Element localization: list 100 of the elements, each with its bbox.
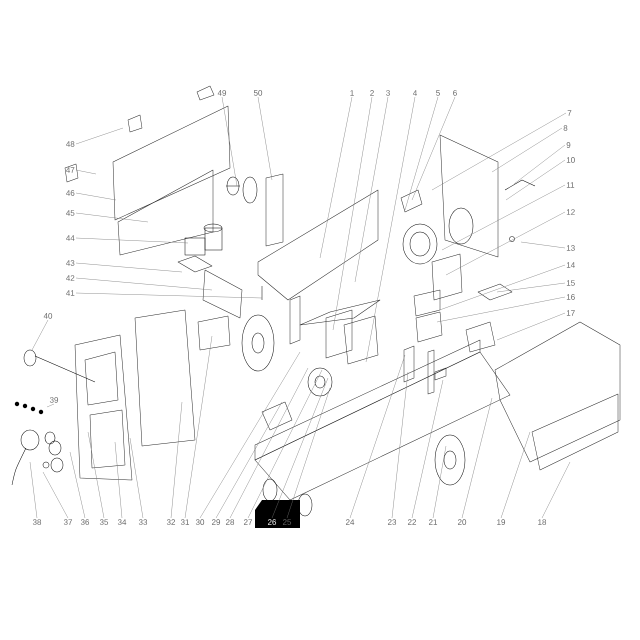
leader-line <box>500 432 530 518</box>
leader-line <box>200 352 300 518</box>
callout-number: 12 <box>566 209 575 215</box>
leader-line <box>130 438 144 518</box>
leader-line <box>286 388 330 518</box>
callout-number: 5 <box>436 90 440 96</box>
leader-line <box>404 96 438 210</box>
callout-number: 28 <box>226 519 234 525</box>
callout-number: 17 <box>566 310 575 316</box>
callout-number: 44 <box>66 235 75 241</box>
leader-line <box>76 238 188 244</box>
callout-number: 34 <box>118 519 126 525</box>
leader-line <box>496 312 566 340</box>
callout-number: 9 <box>566 142 570 148</box>
callout-number: 35 <box>100 519 108 525</box>
leader-line <box>248 370 322 518</box>
callout-number: 8 <box>564 125 568 131</box>
leader-line <box>88 432 104 518</box>
leader-line <box>514 144 566 184</box>
leader-line <box>412 380 444 518</box>
callout-number: 36 <box>80 519 90 525</box>
leader-line <box>496 282 566 292</box>
leader-line <box>76 192 116 200</box>
leader-line <box>462 398 492 518</box>
leader-line <box>350 354 406 518</box>
callout-number: 43 <box>66 260 74 266</box>
callout-number: 41 <box>66 290 74 296</box>
callout-number: 4 <box>412 90 417 96</box>
callout-number: 38 <box>32 519 42 525</box>
leader-line <box>392 372 408 518</box>
callout-number: 22 <box>408 519 416 525</box>
callout-number: 21 <box>428 519 438 525</box>
leader-line <box>184 336 212 518</box>
leader-line <box>446 212 566 276</box>
leader-line <box>76 278 212 290</box>
leader-line <box>434 264 566 312</box>
leader-line <box>442 184 566 250</box>
leader-line <box>216 402 282 518</box>
callout-number: 50 <box>254 90 262 96</box>
callout-number: 39 <box>50 397 58 403</box>
leader-line <box>76 262 182 272</box>
callout-number: 30 <box>196 519 204 525</box>
callout-number: 18 <box>538 519 546 525</box>
callout-number: 10 <box>566 157 575 163</box>
callout-number: 31 <box>180 519 190 525</box>
callout-number: 47 <box>66 167 74 173</box>
leader-line <box>272 378 328 518</box>
callout-number: 11 <box>566 182 574 188</box>
leader-line <box>432 112 566 190</box>
callout-number: 7 <box>568 110 572 116</box>
callout-number: 16 <box>566 294 575 300</box>
callout-number: 37 <box>64 519 72 525</box>
callout-number: 1 <box>350 90 354 96</box>
callout-number: 46 <box>66 190 74 196</box>
leader-line <box>230 368 308 518</box>
callout-number: 23 <box>388 519 396 525</box>
callout-number: 20 <box>458 519 466 525</box>
leader-line <box>76 212 148 222</box>
leader-line <box>170 402 182 518</box>
leader-line <box>114 442 122 518</box>
leader-line <box>436 296 566 322</box>
callout-number: 40 <box>44 313 52 319</box>
leader-line <box>222 96 238 186</box>
callout-number: 27 <box>244 519 252 525</box>
leader-line <box>76 128 124 144</box>
callout-number: 6 <box>453 90 457 96</box>
leader-line <box>42 472 68 518</box>
leader-line <box>46 404 54 408</box>
leader-line <box>70 452 86 518</box>
callout-number: 48 <box>66 141 74 147</box>
leader-line <box>492 128 562 172</box>
callout-number: 3 <box>386 90 390 96</box>
leader-line <box>432 446 446 518</box>
leader-line <box>258 96 272 180</box>
leader-line <box>366 96 416 362</box>
callout-number: 26 <box>268 519 276 525</box>
leader-line <box>506 160 566 200</box>
leader-line <box>332 96 372 330</box>
callout-number: 42 <box>66 275 74 281</box>
callout-number: 15 <box>566 280 575 286</box>
leader-line <box>320 96 352 258</box>
leader-line <box>76 170 96 174</box>
callout-number: 33 <box>138 519 148 525</box>
callout-number: 25 <box>282 519 292 525</box>
callout-number: 19 <box>497 519 506 525</box>
callout-number: 32 <box>166 519 176 525</box>
callout-number: 49 <box>218 90 226 96</box>
callout-number: 24 <box>346 519 354 525</box>
leader-line <box>354 96 388 282</box>
callout-number: 13 <box>566 245 575 251</box>
callout-number: 2 <box>370 90 374 96</box>
callout-number: 45 <box>66 210 74 216</box>
leader-line <box>412 96 456 200</box>
leader-line <box>520 242 566 248</box>
callout-number: 29 <box>212 519 220 525</box>
callout-number: 14 <box>566 262 575 268</box>
leader-line <box>30 462 38 518</box>
leader-line <box>32 320 48 350</box>
leader-line <box>542 462 570 518</box>
leader-line <box>76 292 262 298</box>
